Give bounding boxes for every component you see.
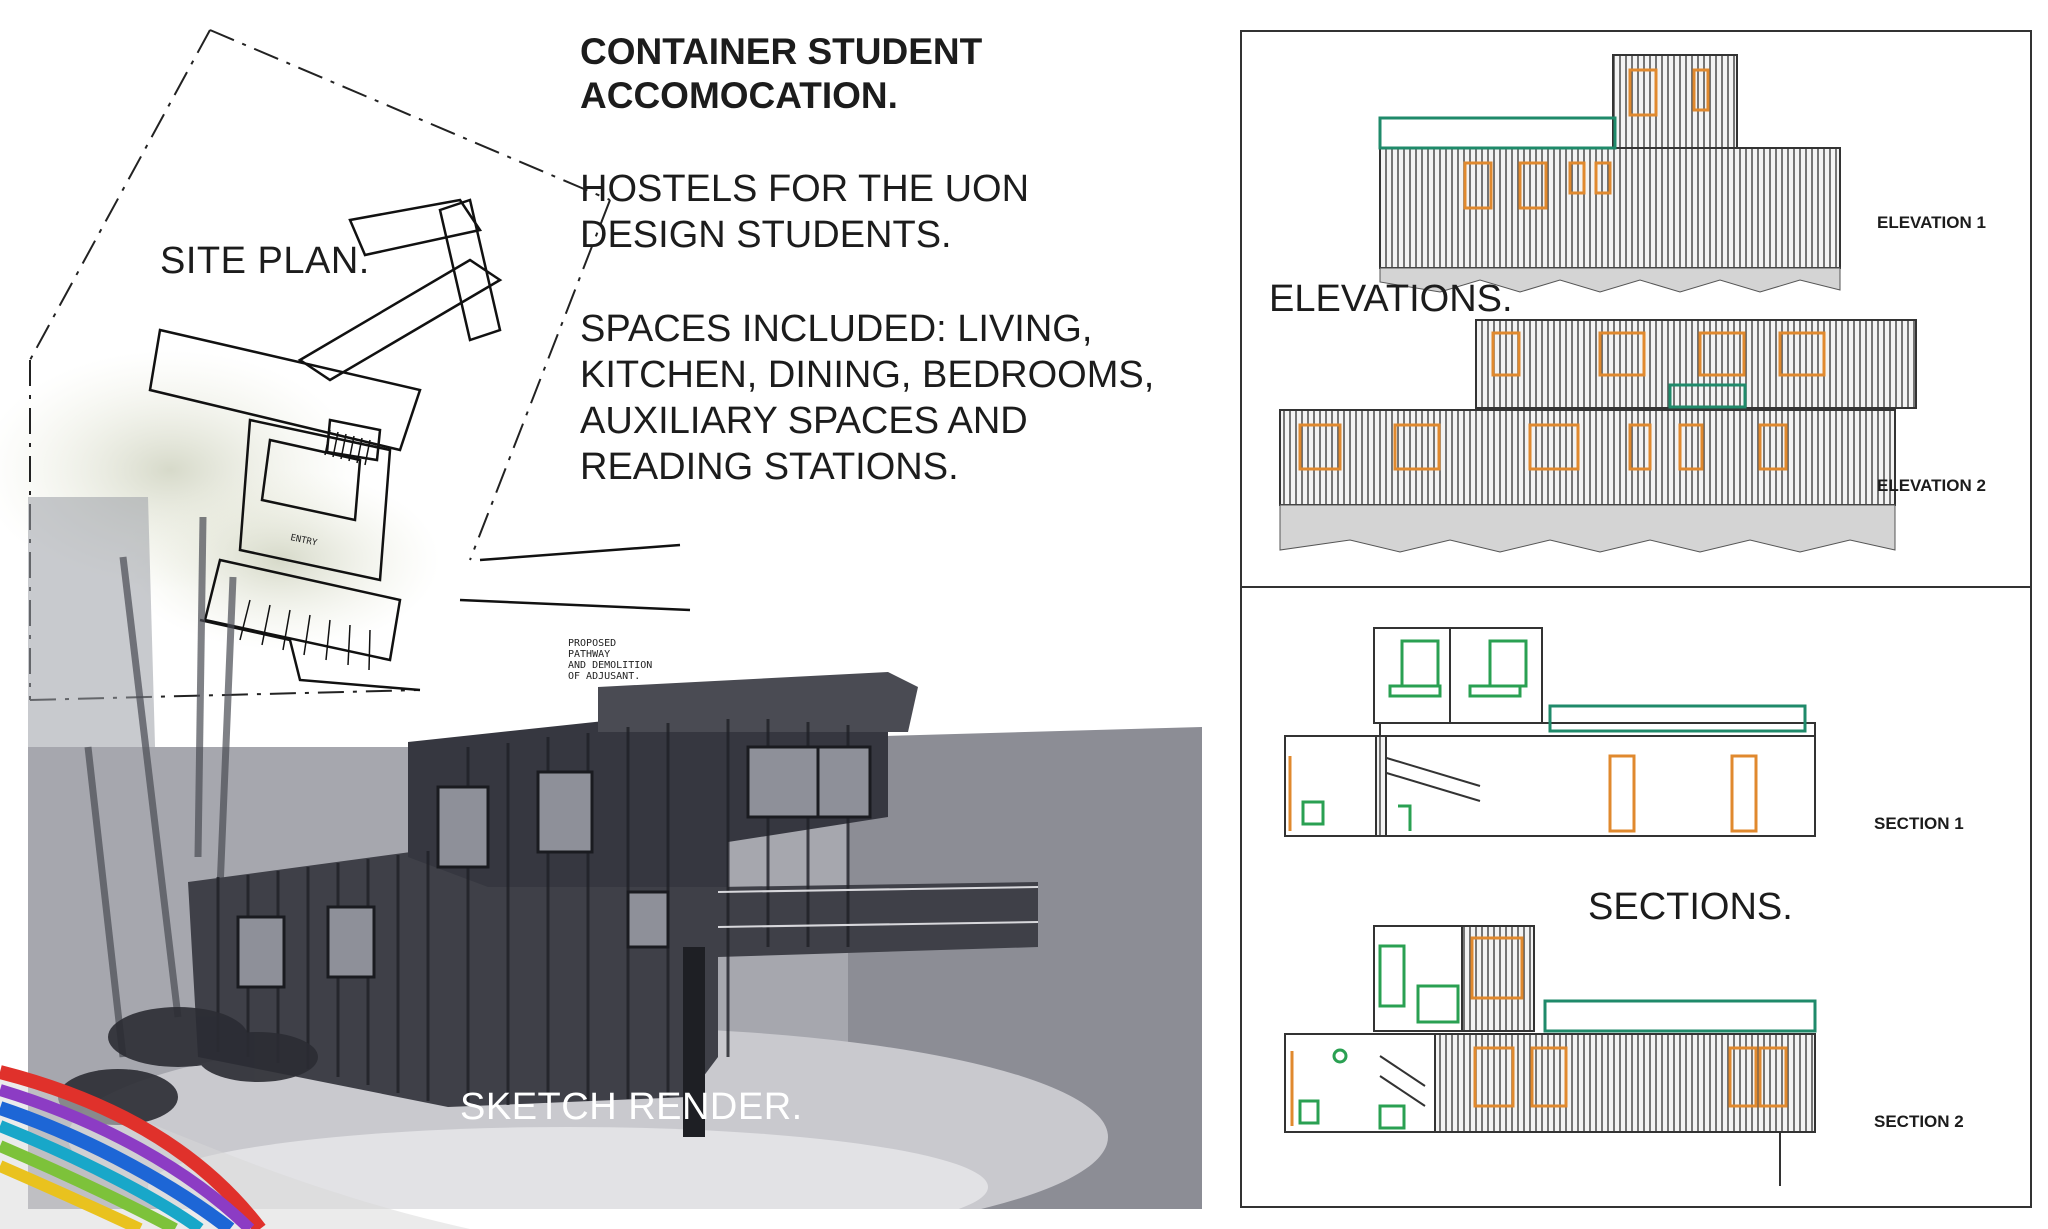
spaces-description-line1: SPACES INCLUDED: LIVING, bbox=[580, 308, 1093, 350]
site-plan-label: SITE PLAN. bbox=[160, 240, 370, 282]
sections-heading: SECTIONS. bbox=[1588, 886, 1793, 928]
section-2-label: SECTION 2 bbox=[1874, 1112, 1964, 1131]
decorative-swoosh bbox=[0, 1065, 470, 1229]
sections-panel bbox=[1240, 586, 2032, 1208]
hostel-description-line1: HOSTELS FOR THE UON bbox=[580, 168, 1030, 210]
pathway-note-line3: AND DEMOLITION bbox=[568, 660, 652, 671]
section-1-label: SECTION 1 bbox=[1874, 814, 1964, 833]
pathway-note-line1: PROPOSED bbox=[568, 638, 616, 649]
elevation-1-drawing bbox=[1378, 54, 1841, 293]
pathway-note-line4: OF ADJUSANT. bbox=[568, 671, 640, 682]
spaces-description-line2: KITCHEN, DINING, BEDROOMS, bbox=[580, 354, 1155, 396]
elevation-2-label: ELEVATION 2 bbox=[1877, 476, 1986, 495]
project-title-line1: CONTAINER STUDENT bbox=[580, 31, 983, 72]
section-1-drawing bbox=[1284, 627, 1816, 837]
hostel-description-line2: DESIGN STUDENTS. bbox=[580, 214, 952, 256]
elevations-heading: ELEVATIONS. bbox=[1269, 278, 1513, 320]
spaces-description-line4: READING STATIONS. bbox=[580, 446, 959, 488]
pathway-note-line2: PATHWAY bbox=[568, 649, 610, 660]
elevation-2-drawing bbox=[1279, 319, 1917, 553]
sketch-render bbox=[28, 497, 1202, 1209]
section-2-drawing bbox=[1284, 925, 1817, 1186]
project-title: CONTAINER STUDENT ACCOMOCATION. bbox=[580, 30, 982, 118]
spaces-description-line3: AUXILIARY SPACES AND bbox=[580, 400, 1028, 442]
project-title-line2: ACCOMOCATION. bbox=[580, 75, 898, 116]
elevations-panel bbox=[1240, 30, 2032, 588]
spaces-description: SPACES INCLUDED: LIVING, KITCHEN, DINING… bbox=[580, 306, 1154, 490]
sketch-render-label: SKETCH RENDER. bbox=[460, 1086, 803, 1128]
elevation-1-label: ELEVATION 1 bbox=[1877, 213, 1986, 232]
hostel-description: HOSTELS FOR THE UON DESIGN STUDENTS. bbox=[580, 166, 1029, 258]
